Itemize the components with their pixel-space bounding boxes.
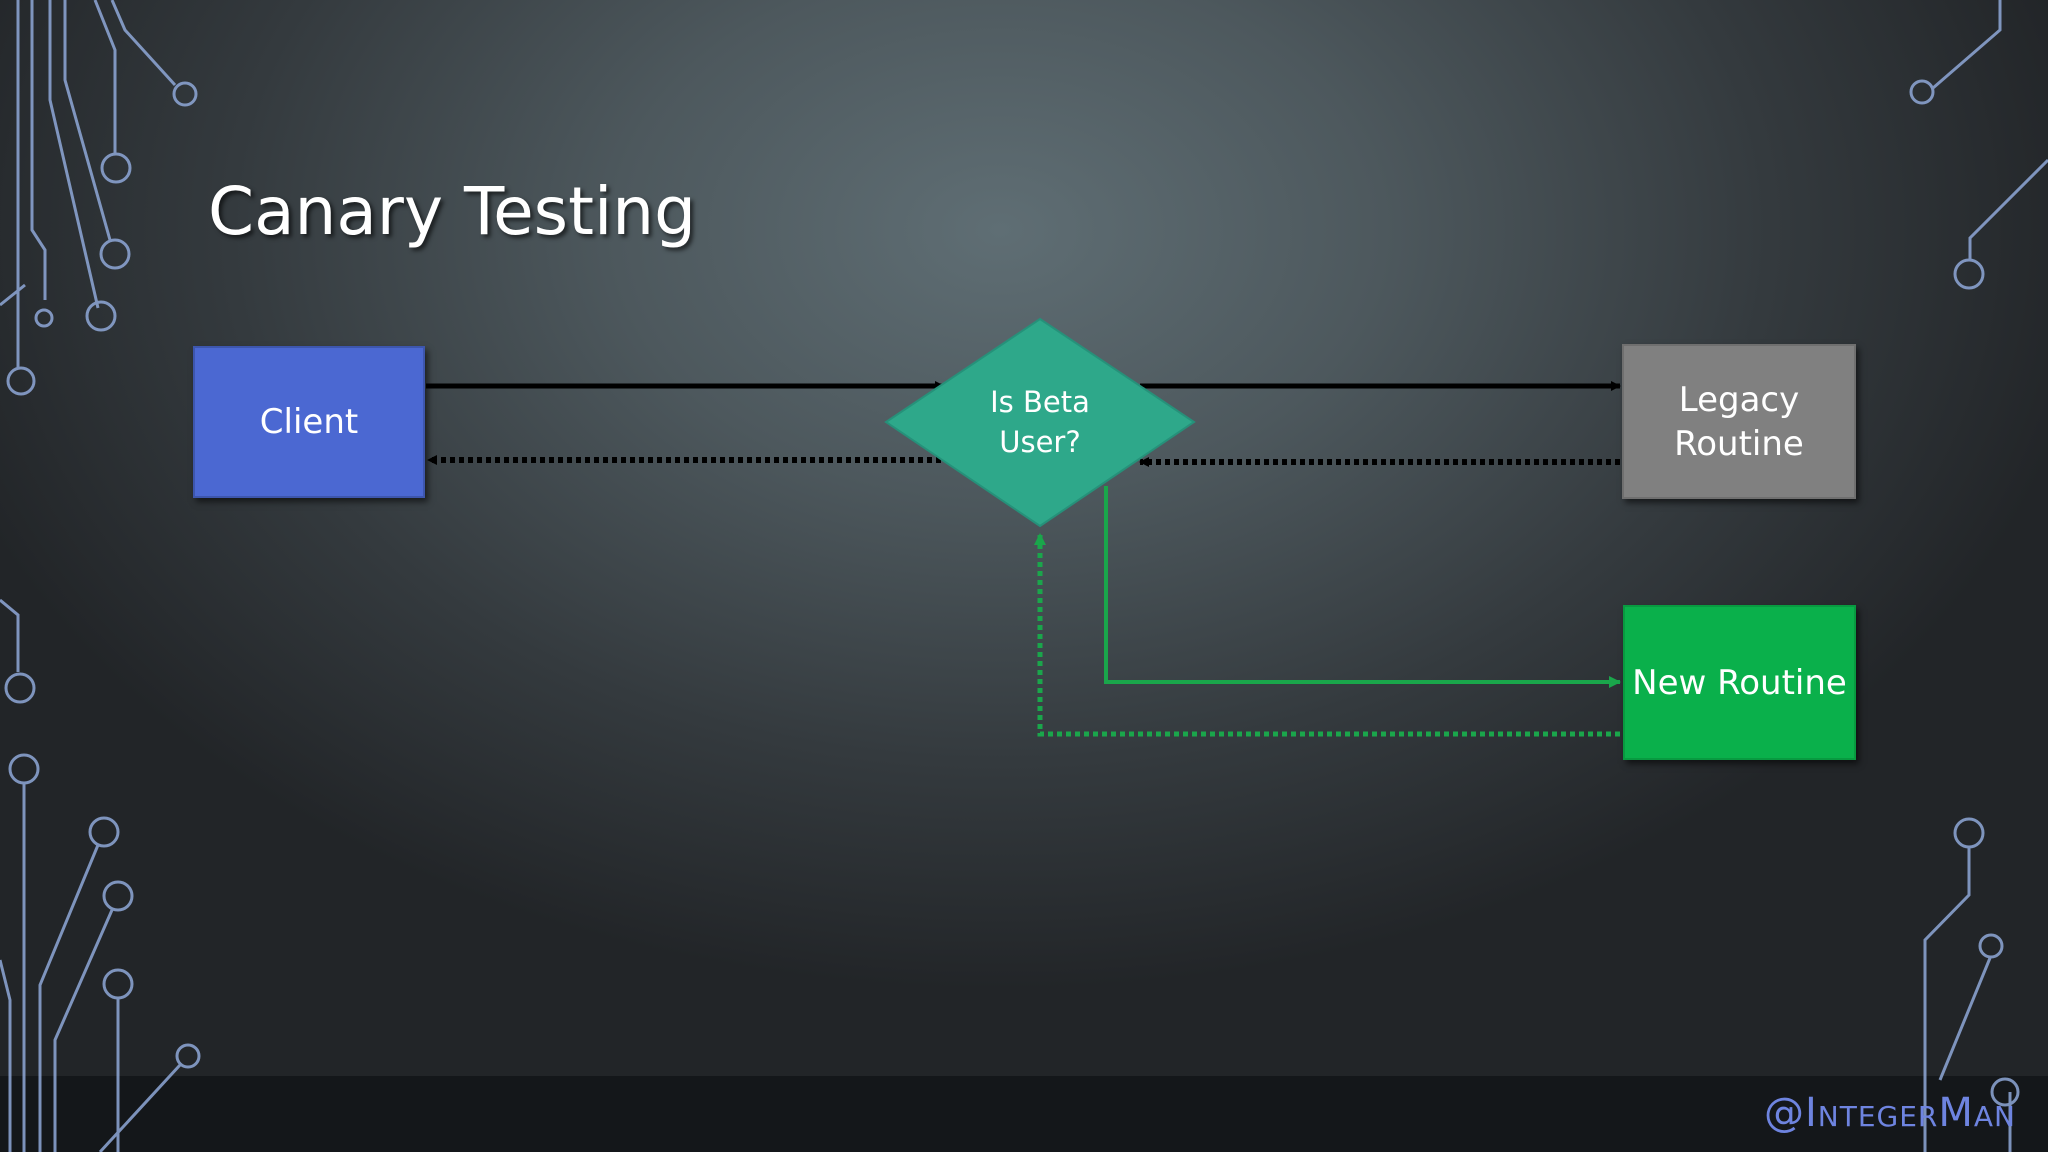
beta-response-arrow — [1034, 533, 1620, 737]
decision-diamond — [884, 317, 1196, 528]
legacy-routine-label: Legacy Routine — [1674, 379, 1804, 464]
beta-arrow-to-new — [1104, 486, 1621, 688]
watermark: @IntegerMan — [1764, 1090, 2016, 1136]
client-box: Client — [193, 346, 425, 498]
footer-band — [0, 1076, 2048, 1152]
new-routine-box: New Routine — [1623, 605, 1856, 760]
slide-title: Canary Testing — [208, 173, 697, 250]
client-label: Client — [259, 402, 359, 442]
new-routine-label: New Routine — [1632, 662, 1847, 703]
legacy-routine-box: Legacy Routine — [1622, 344, 1856, 499]
